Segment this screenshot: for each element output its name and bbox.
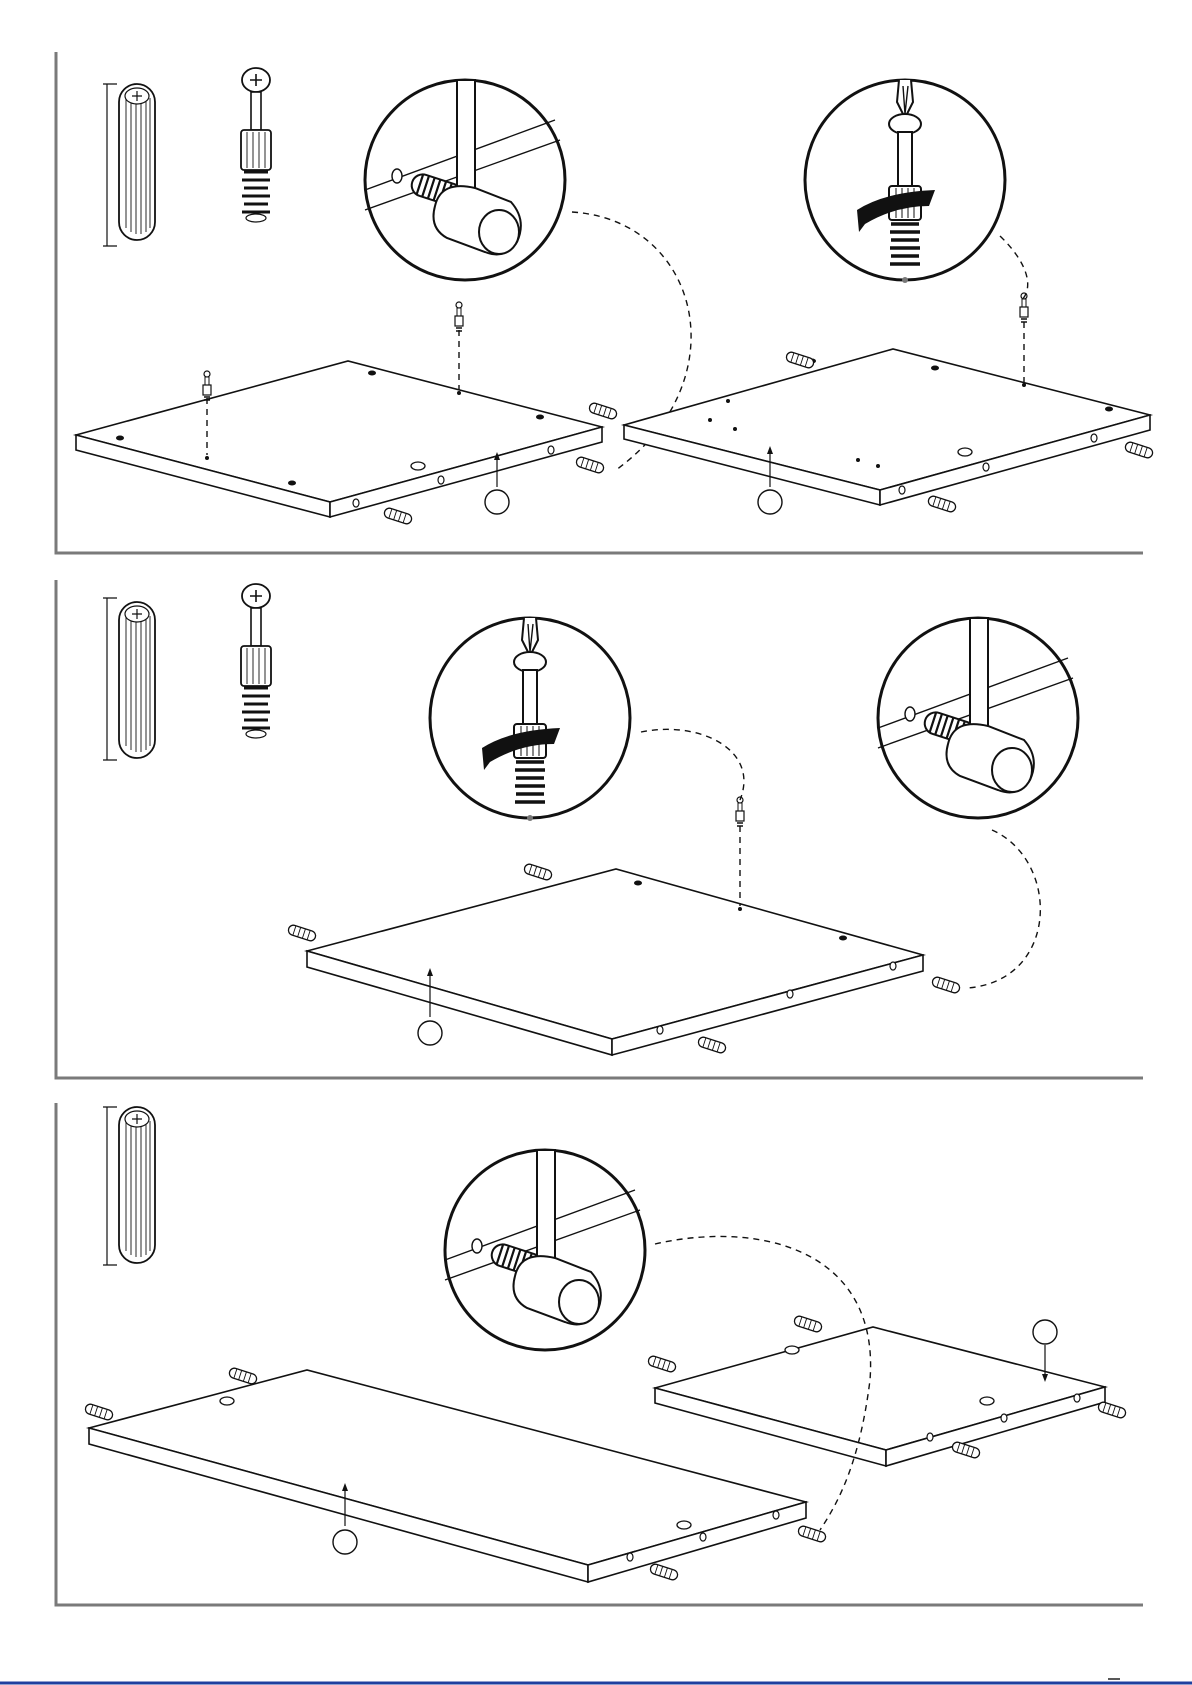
part-label-circle <box>1033 1320 1057 1344</box>
part-label-circle <box>418 1021 442 1045</box>
cam-bolt-icon <box>241 584 271 738</box>
wooden-dowel-icon <box>119 602 155 758</box>
footer-bar <box>0 1679 1192 1683</box>
wooden-dowel-icon <box>119 1107 155 1263</box>
step-2 <box>103 584 1078 1055</box>
board-right <box>588 236 1154 514</box>
part-label-circle <box>333 1530 357 1554</box>
hammer-icon <box>445 1150 645 1350</box>
hammer-icon <box>878 618 1078 818</box>
board-left <box>76 212 691 525</box>
board-short <box>647 1315 1127 1466</box>
step-3 <box>84 1107 1127 1582</box>
screwdriver-icon <box>430 618 630 821</box>
hammer-icon <box>365 80 565 280</box>
screwdriver-icon <box>805 80 1005 283</box>
part-label-circle <box>758 490 782 514</box>
part-label-circle <box>485 490 509 514</box>
cam-bolt-icon <box>241 68 271 222</box>
wooden-dowel-icon <box>119 84 155 240</box>
step-1 <box>76 68 1154 525</box>
